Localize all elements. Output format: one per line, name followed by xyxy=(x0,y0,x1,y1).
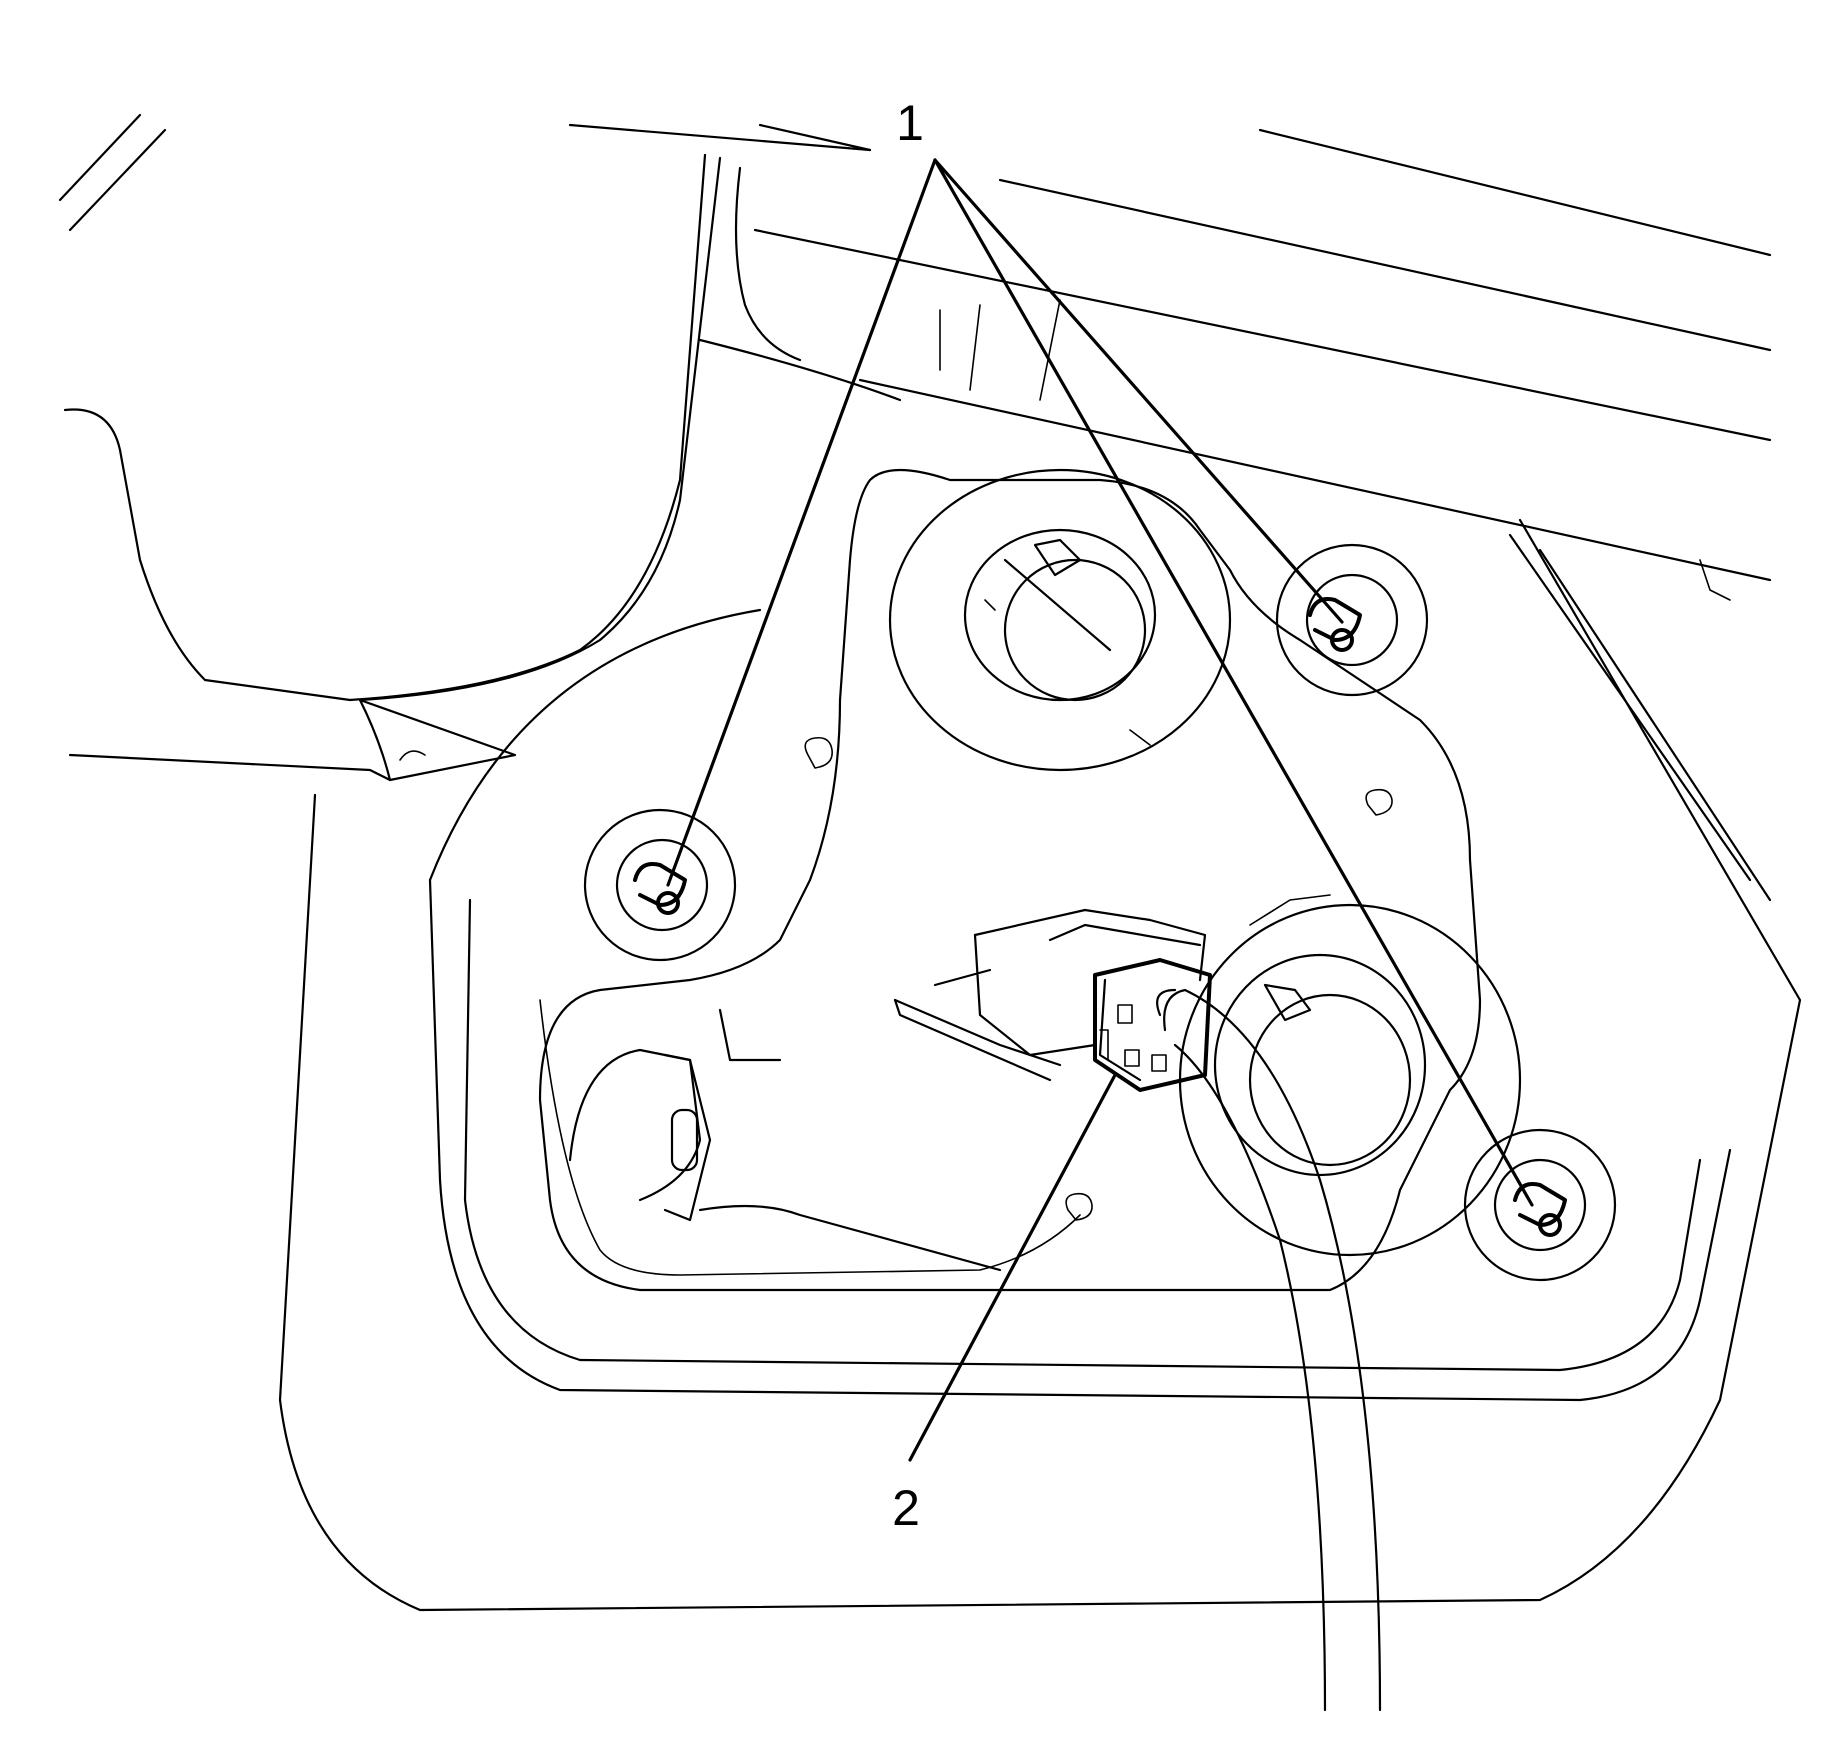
callout-2-leader-line xyxy=(908,1073,1117,1462)
lower-bulb-socket xyxy=(1178,894,1522,1257)
left-quarter-panel xyxy=(63,153,802,782)
callout-1-label: 1 xyxy=(896,95,924,151)
mounting-stud-upper-right xyxy=(1275,543,1429,697)
upper-body-panel xyxy=(58,113,1772,601)
mounting-stud-lower-right xyxy=(1463,1128,1617,1282)
lamp-backing-plate xyxy=(538,468,1482,1292)
callout-2-label: 2 xyxy=(892,1480,920,1536)
wiring-harness-cable xyxy=(1156,988,1382,1712)
callout-1-leader-lines xyxy=(666,158,1534,1207)
electrical-connector xyxy=(893,908,1212,1092)
mounting-stud-left xyxy=(583,808,737,962)
mounting-bosses xyxy=(804,736,1393,1221)
upper-bulb-socket xyxy=(888,468,1232,772)
harness-clip xyxy=(568,1008,1002,1272)
lamp-housing-outline xyxy=(278,518,1802,1612)
